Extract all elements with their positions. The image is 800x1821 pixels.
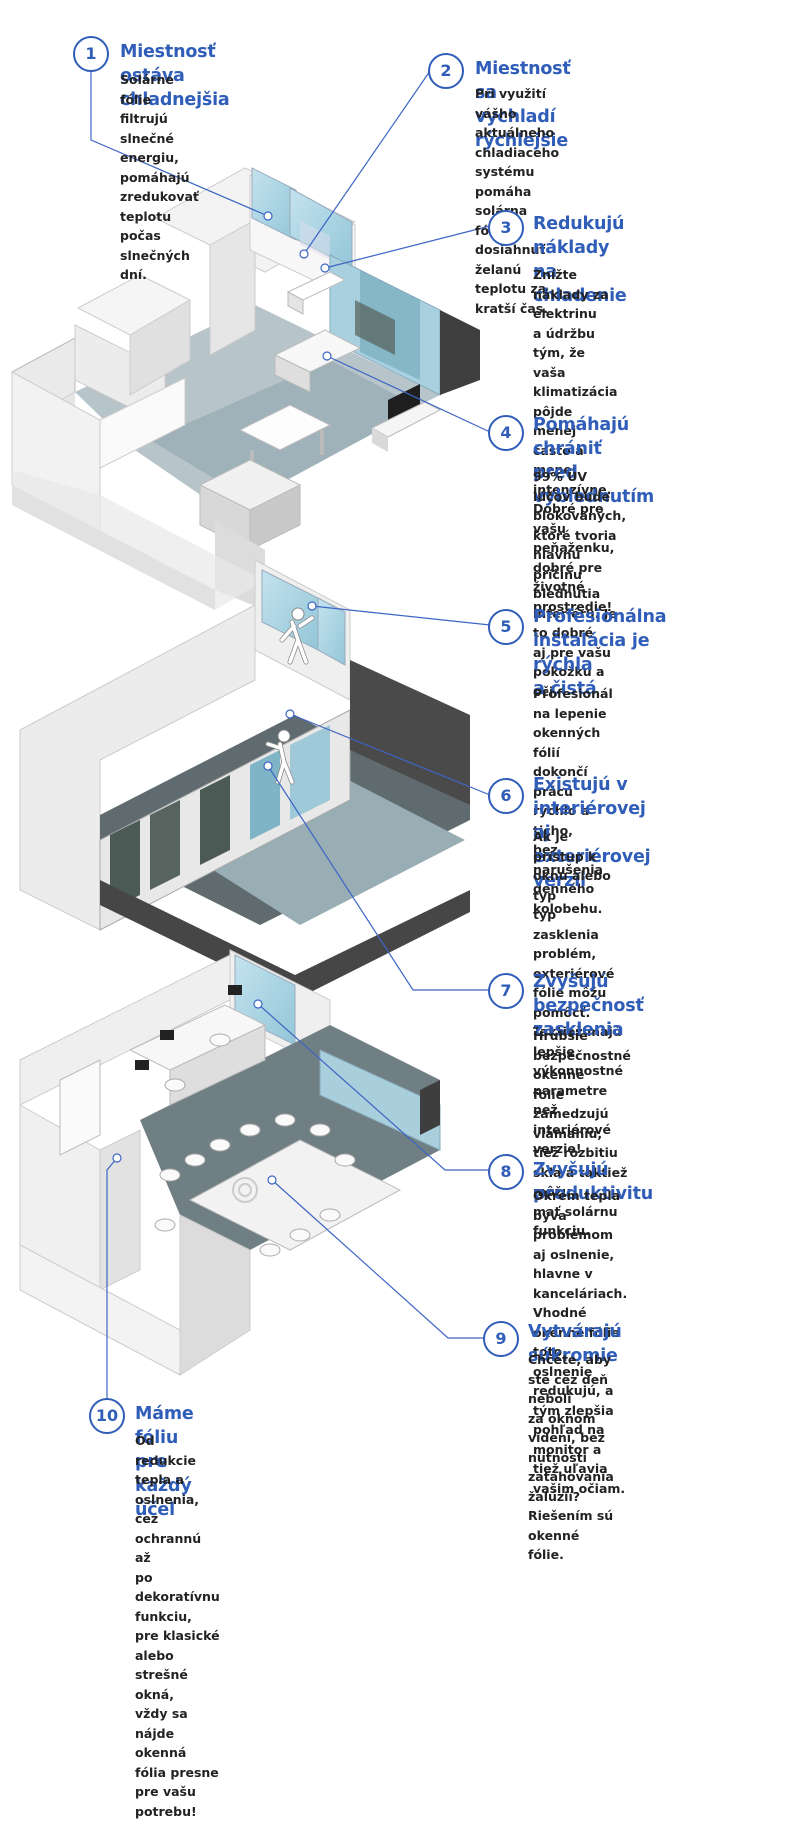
callout-title: Miestnosť ostáva chladnejšia (120, 42, 230, 110)
callout-title: Zvyšujú produktivitu (533, 1160, 653, 1204)
callout-title: Máme fóliu pre každý účel (135, 1404, 194, 1520)
leader-lines (90, 70, 491, 1398)
leader-line-5 (311, 605, 491, 626)
callout-number-badge: 10 (89, 1398, 125, 1434)
callout-number-badge: 4 (488, 415, 524, 451)
callout-body: Chcete, aby ste cez deň neboli za oknom … (528, 1352, 614, 1562)
leader-dot-3 (320, 263, 330, 273)
leader-line-2 (303, 70, 431, 255)
callout-title: Pomáhajú chrániť pred vyblednutím (533, 415, 655, 507)
callout-number-badge: 2 (428, 53, 464, 89)
callout-body: Znížte náklady za elektrinu a údržbu tým… (533, 267, 618, 614)
callout-body: Od redukcie tepla a oslnenia, cez ochran… (135, 1433, 220, 1819)
leader-dot-6 (285, 709, 295, 719)
callout-title: Vytvárajú súkromie (528, 1322, 622, 1366)
leader-line-6 (289, 713, 491, 796)
leader-line-7 (267, 765, 490, 991)
leader-line-3 (324, 225, 491, 269)
leader-dot-8 (253, 999, 263, 1009)
callout-title: Existujú v interiérovej aj exteriérovej … (533, 775, 651, 891)
callout-body: Hrubšie bezpečnostné okenné fólie zamedz… (533, 1028, 631, 1238)
callout-number-badge: 3 (488, 210, 524, 246)
leader-dot-7 (263, 761, 273, 771)
leader-dot-10 (112, 1153, 122, 1163)
leader-dot-1 (263, 211, 273, 221)
callout-number-badge: 6 (488, 778, 524, 814)
callout-number-badge: 7 (488, 973, 524, 1009)
leader-line-8 (257, 1003, 490, 1171)
callout-number-badge: 1 (73, 36, 109, 72)
callout-body: Okrem tepla býva problémom aj oslnenie, … (533, 1188, 628, 1496)
open-office-floor (19, 559, 470, 1000)
callout-title: Redukujú náklady na chladenie (533, 214, 627, 306)
leader-line-1 (90, 71, 269, 217)
isometric-building-illustration (11, 70, 491, 1398)
leader-dots (112, 211, 332, 1185)
callout-body: Ak je prístup k oknu alebo typ typ zaskl… (533, 829, 624, 1156)
leader-dot-9 (267, 1175, 277, 1185)
leader-dot-2 (299, 249, 309, 259)
apartment-floor (11, 167, 480, 610)
leader-line-10 (106, 1157, 118, 1398)
leader-line-4 (326, 355, 491, 433)
callout-title: Miestnosť sa vychladí rýchlejšie (475, 59, 571, 151)
callout-number-badge: 9 (483, 1321, 519, 1357)
callout-body: 99% UV lúčov bude blokovaných, ktoré tvo… (533, 469, 627, 699)
callout-body: Profesionál na lepenie okenných fólií do… (533, 686, 613, 916)
leader-line-9 (271, 1179, 490, 1339)
leader-dot-4 (322, 351, 332, 361)
callout-body: Solárne fólie filtrujú slnečné energiu, … (120, 72, 199, 282)
leader-dot-5 (307, 601, 317, 611)
callout-body: Pri využití vášho aktuálneho chladiaceho… (475, 86, 560, 316)
callout-number-badge: 5 (488, 609, 524, 645)
callout-title: Zvyšujú bezpečnosť zasklenia (533, 972, 644, 1040)
callout-number-badge: 8 (488, 1154, 524, 1190)
meeting-office-floor (19, 949, 441, 1376)
callout-title: Profesionálna inštalácia je rýchla a čis… (533, 607, 667, 699)
